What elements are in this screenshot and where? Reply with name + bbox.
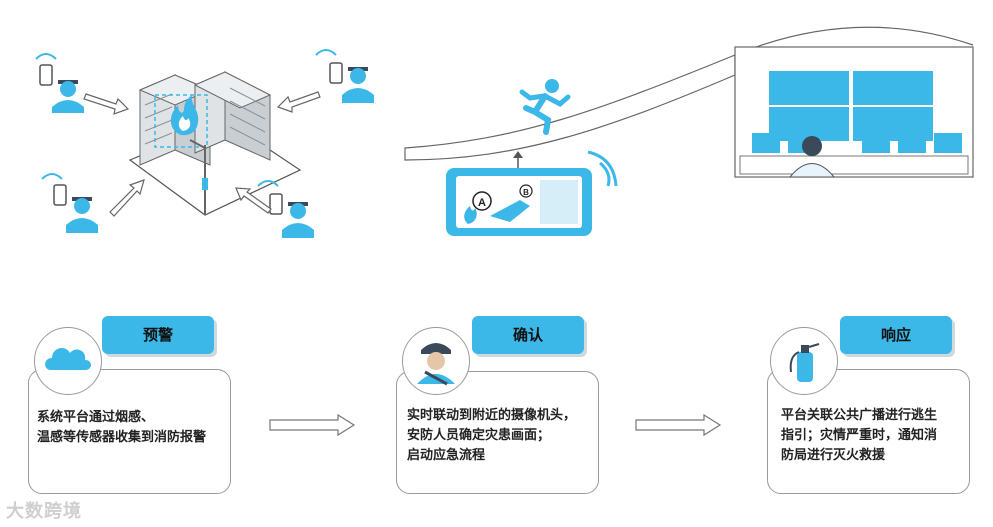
cloud-icon [45,347,91,370]
running-person-icon [519,79,571,135]
top-illustration: A B [35,26,974,238]
watermark-text: 大数跨境 [6,501,82,522]
map-device-icon [446,150,618,236]
sensor-pole-icon [189,139,208,215]
flow-arrow-icon [635,414,722,437]
step-icon-circle [402,327,470,395]
up-arrow-icon [513,151,523,168]
step-icon-circle [770,327,838,395]
map-point-b-label: B [523,188,529,197]
flow-arrow-icon [269,414,356,437]
step-icon-circle [34,327,102,395]
guard-icon [41,173,98,233]
watermark-logo: 大数跨境 [6,497,82,523]
step-text-warning: 系统平台通过烟感、 温感等传感器收集到消防报警 [37,410,207,445]
fire-icon [170,95,199,136]
security-guard-icon [417,343,455,386]
step-title-warning: 预警 [102,316,214,354]
guard-icon [257,180,314,238]
map-point-a-label: A [478,197,486,209]
step-text-confirm: 实时联动到附近的摄像机头， 安防人员确定灾患画面； 启动应急流程 [407,408,577,463]
guard-icon [35,53,84,113]
road-path [404,54,736,161]
monitoring-room-icon [734,46,974,178]
guard-icon [315,49,374,103]
fire-extinguisher-icon [789,343,820,382]
arrow-icon [83,91,321,217]
step-title-confirm: 确认 [472,316,584,354]
step-title-response: 响应 [840,316,952,354]
step-text-response: 平台关联公共广播进行逃生 指引；灾情严重时，通知消 防局进行灭火救援 [781,408,938,463]
building-cluster [138,71,272,166]
